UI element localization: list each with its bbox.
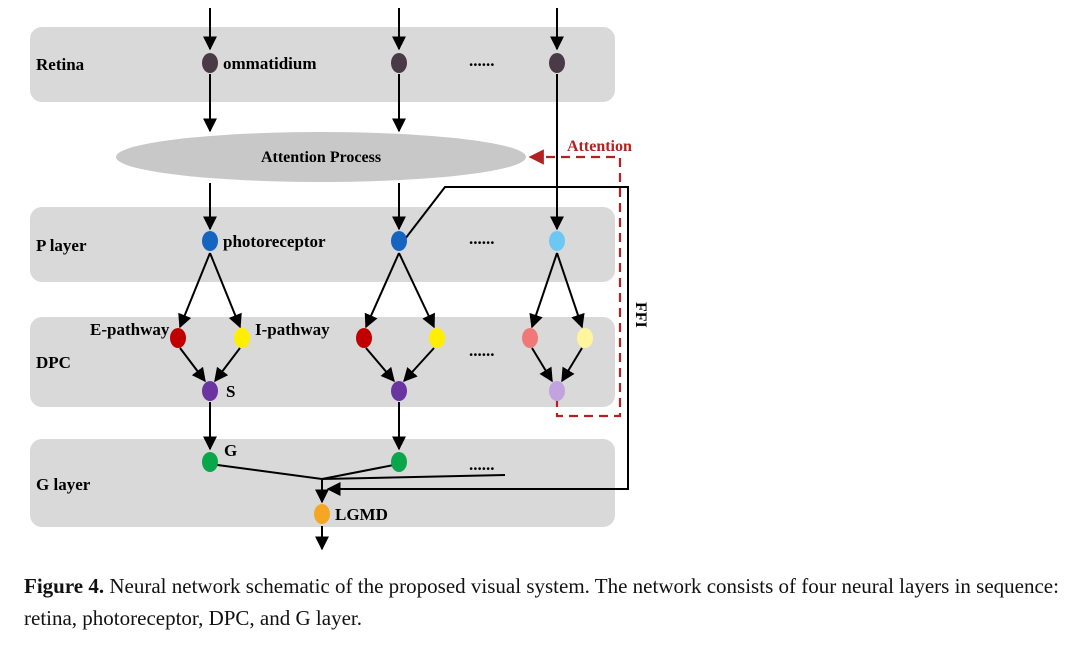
ommatidium-label: ommatidium <box>223 54 317 73</box>
figure-caption-text: Neural network schematic of the proposed… <box>24 574 1059 630</box>
g-label: G <box>224 441 237 460</box>
photoreceptor-node-2 <box>391 231 407 251</box>
s-node-2 <box>391 381 407 401</box>
retina-band <box>30 27 615 102</box>
i-pathway-node-3 <box>577 328 593 348</box>
photoreceptor-node-3 <box>549 231 565 251</box>
neural-network-diagram: Retina P layer DPC G layer Attention Pro… <box>30 8 649 551</box>
s-label: S <box>226 382 235 401</box>
i-pathway-label: I-pathway <box>255 320 330 339</box>
attention-process-label: Attention Process <box>261 149 381 166</box>
s-node-3 <box>549 381 565 401</box>
dpc-layer-label: DPC <box>36 353 71 372</box>
i-pathway-node-1 <box>234 328 250 348</box>
g-node-1 <box>202 452 218 472</box>
retina-layer-label: Retina <box>36 55 85 74</box>
p-layer-band <box>30 207 615 282</box>
ommatidium-node-1 <box>202 53 218 73</box>
ommatidium-node-2 <box>391 53 407 73</box>
dpc-ellipsis: ...... <box>469 341 495 360</box>
ommatidium-node-3 <box>549 53 565 73</box>
g-layer-ellipsis: ...... <box>469 455 495 474</box>
i-pathway-node-2 <box>429 328 445 348</box>
figure-caption-label: Figure 4. <box>24 574 105 598</box>
e-pathway-label: E-pathway <box>90 320 170 339</box>
attention-process-ellipse <box>116 132 526 182</box>
p-layer-ellipsis: ...... <box>469 229 495 248</box>
attention-label: Attention <box>567 138 632 155</box>
e-pathway-node-1 <box>170 328 186 348</box>
s-node-1 <box>202 381 218 401</box>
retina-ellipsis: ...... <box>469 51 495 70</box>
e-pathway-node-3 <box>522 328 538 348</box>
photoreceptor-label: photoreceptor <box>223 232 326 251</box>
lgmd-label: LGMD <box>335 505 388 524</box>
lgmd-node <box>314 504 330 524</box>
attention-feedback-path <box>528 149 622 418</box>
g-node-2 <box>391 452 407 472</box>
p-layer-label: P layer <box>36 236 87 255</box>
figure-caption: Figure 4. Neural network schematic of th… <box>24 570 1064 634</box>
e-pathway-node-2 <box>356 328 372 348</box>
ffi-label: FFI <box>632 302 649 328</box>
photoreceptor-node-1 <box>202 231 218 251</box>
g-layer-label: G layer <box>36 475 91 494</box>
